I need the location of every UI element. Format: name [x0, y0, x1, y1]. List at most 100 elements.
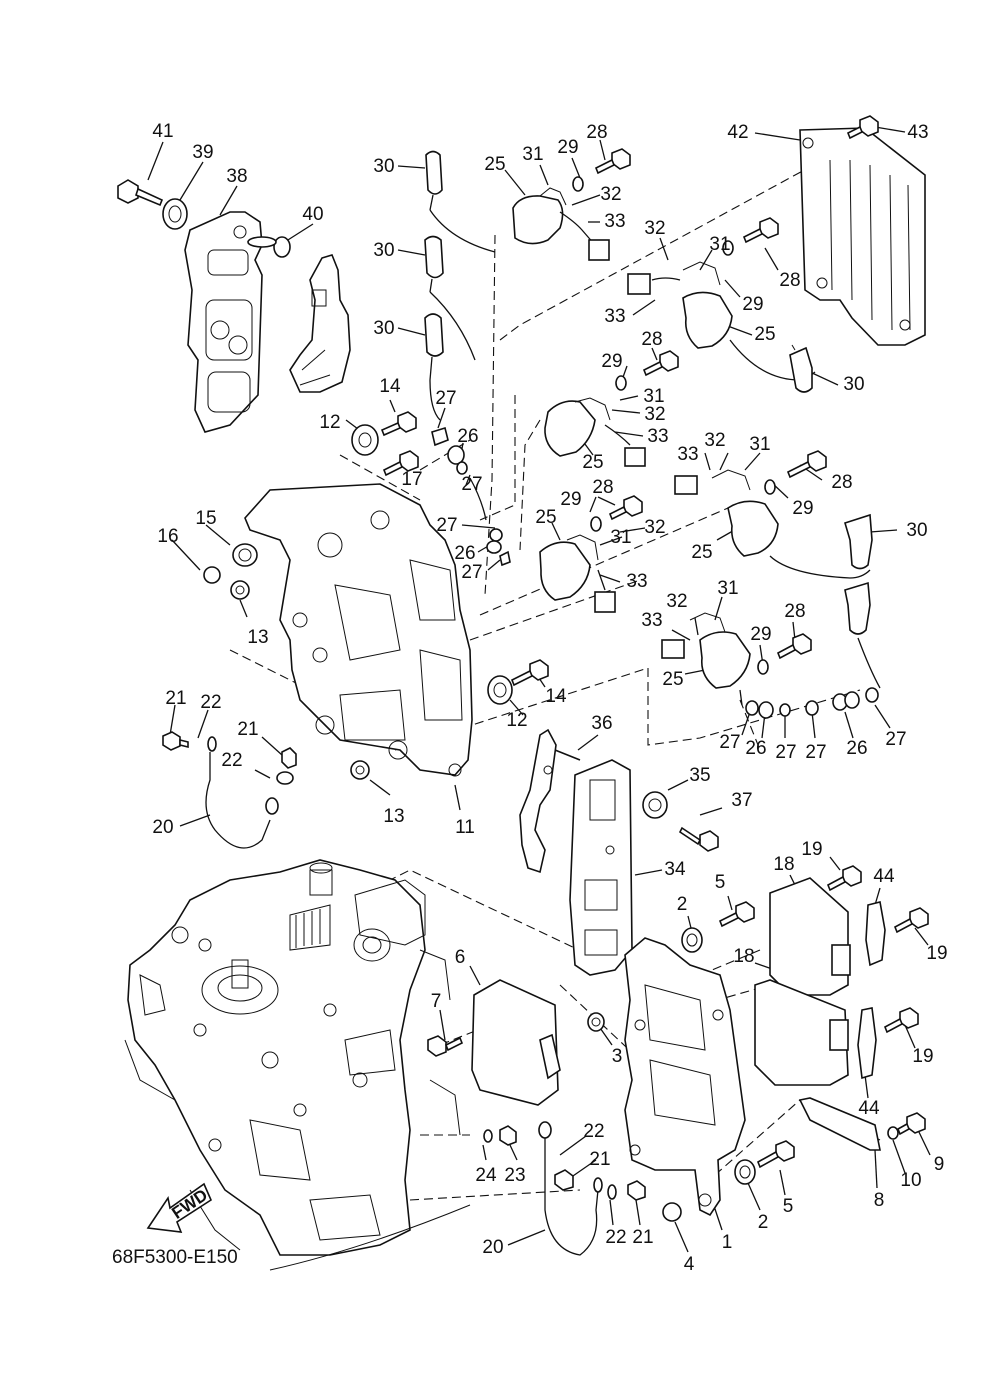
callout-10-91: 10	[900, 1170, 921, 1191]
bracket-44-a	[865, 901, 886, 967]
callout-29-66: 29	[750, 624, 771, 645]
plug-cap-30-a	[425, 150, 496, 253]
collar-3	[587, 1012, 605, 1032]
callout-11-54: 11	[455, 817, 475, 838]
collar-13-a	[230, 580, 250, 600]
callout-25-46: 25	[535, 507, 556, 528]
callout-30-4: 30	[373, 156, 394, 177]
base-plate-1	[624, 937, 746, 1217]
grommet-2-b	[734, 1159, 756, 1185]
callout-29-32: 29	[792, 498, 813, 519]
callout-4-96: 4	[684, 1254, 695, 1275]
callout-32-48: 32	[644, 517, 665, 538]
bolt-9	[896, 1112, 926, 1136]
callout-22-60: 22	[221, 750, 242, 771]
callout-12-35: 12	[319, 412, 340, 433]
callout-27-71: 27	[805, 742, 826, 763]
callout-2-94: 2	[758, 1212, 769, 1233]
collar-40	[247, 236, 291, 258]
bolt-19-a	[826, 865, 862, 892]
bolt-41	[117, 179, 164, 207]
callout-29-9: 29	[557, 137, 578, 158]
bolt-43	[846, 115, 879, 140]
callout-42-13: 42	[727, 122, 748, 143]
collar-16	[203, 566, 221, 584]
cover-42	[799, 127, 926, 346]
callout-31-30: 31	[749, 434, 770, 455]
callout-23-102: 23	[504, 1165, 525, 1186]
callout-25-67: 25	[662, 669, 683, 690]
callout-17-39: 17	[401, 469, 422, 490]
callout-40-3: 40	[302, 204, 323, 225]
collar-4	[662, 1202, 682, 1222]
grommet-15	[232, 543, 258, 567]
callout-33-28: 33	[677, 444, 698, 465]
callout-27-41: 27	[436, 515, 457, 536]
callout-25-7: 25	[484, 154, 505, 175]
bolt-28-e	[608, 495, 643, 521]
ignition-coil-25-c	[544, 397, 646, 467]
ignition-coil-25-e	[539, 534, 616, 613]
callout-27-70: 27	[775, 742, 796, 763]
ignition-coil-25-d	[674, 469, 871, 579]
plug-cap-30-f	[844, 581, 881, 689]
leader-lines	[147, 126, 931, 1253]
callout-9-90: 9	[934, 1154, 945, 1175]
callout-32-11: 32	[600, 184, 621, 205]
callout-28-65: 28	[784, 601, 805, 622]
callout-7-86: 7	[431, 991, 442, 1012]
callout-31-47: 31	[610, 527, 631, 548]
callout-8-92: 8	[874, 1190, 885, 1211]
callout-27-73: 27	[885, 729, 906, 750]
callout-6-85: 6	[455, 947, 466, 968]
main-bracket-11	[244, 483, 473, 777]
callout-20-99: 20	[482, 1237, 503, 1258]
plug-cap-30-b	[424, 235, 476, 361]
bolt-28-a	[594, 148, 631, 175]
callout-30-5: 30	[373, 240, 394, 261]
callout-30-6: 30	[373, 318, 394, 339]
callout-21-57: 21	[165, 688, 186, 709]
callout-19-88: 19	[912, 1046, 933, 1067]
plug-cap-30-c	[424, 313, 444, 421]
bracket-38b	[289, 254, 351, 393]
callout-19-78: 19	[801, 839, 822, 860]
callout-21-59: 21	[237, 719, 258, 740]
callout-32-63: 32	[666, 591, 687, 612]
callout-28-10: 28	[586, 122, 607, 143]
washer-10	[887, 1126, 899, 1140]
callout-22-58: 22	[200, 692, 221, 713]
drawing-code: 68F5300-E150	[112, 1247, 238, 1268]
bolt-28-f	[776, 633, 812, 660]
grommet-12-b	[487, 675, 513, 705]
engine-block	[124, 859, 471, 1271]
callout-26-42: 26	[454, 543, 475, 564]
callout-28-45: 28	[592, 477, 613, 498]
callout-44-89: 44	[858, 1098, 880, 1119]
callout-14-36: 14	[379, 376, 401, 397]
callout-44-80: 44	[873, 866, 895, 887]
callout-43-14: 43	[907, 122, 928, 143]
callout-20-61: 20	[152, 817, 173, 838]
washers-29	[572, 176, 776, 675]
bracket-8	[798, 1097, 881, 1151]
callout-27-43: 27	[461, 562, 482, 583]
callout-37-76: 37	[731, 790, 752, 811]
lead-20-upper	[162, 731, 297, 849]
grommet-12-a	[351, 424, 379, 456]
callout-24-103: 24	[475, 1165, 497, 1186]
callout-25-33: 25	[691, 542, 712, 563]
callout-27-37: 27	[435, 388, 456, 409]
callout-15-50: 15	[195, 508, 216, 529]
callout-29-22: 29	[601, 351, 622, 372]
callout-28-31: 28	[831, 472, 852, 493]
callout-33-26: 33	[647, 426, 668, 447]
callout-33-19: 33	[604, 306, 625, 327]
ignition-coil-25-f	[661, 612, 751, 706]
bolt-5-b	[756, 1140, 795, 1169]
callout-18-79: 18	[773, 854, 794, 875]
bolt-17	[382, 450, 419, 477]
